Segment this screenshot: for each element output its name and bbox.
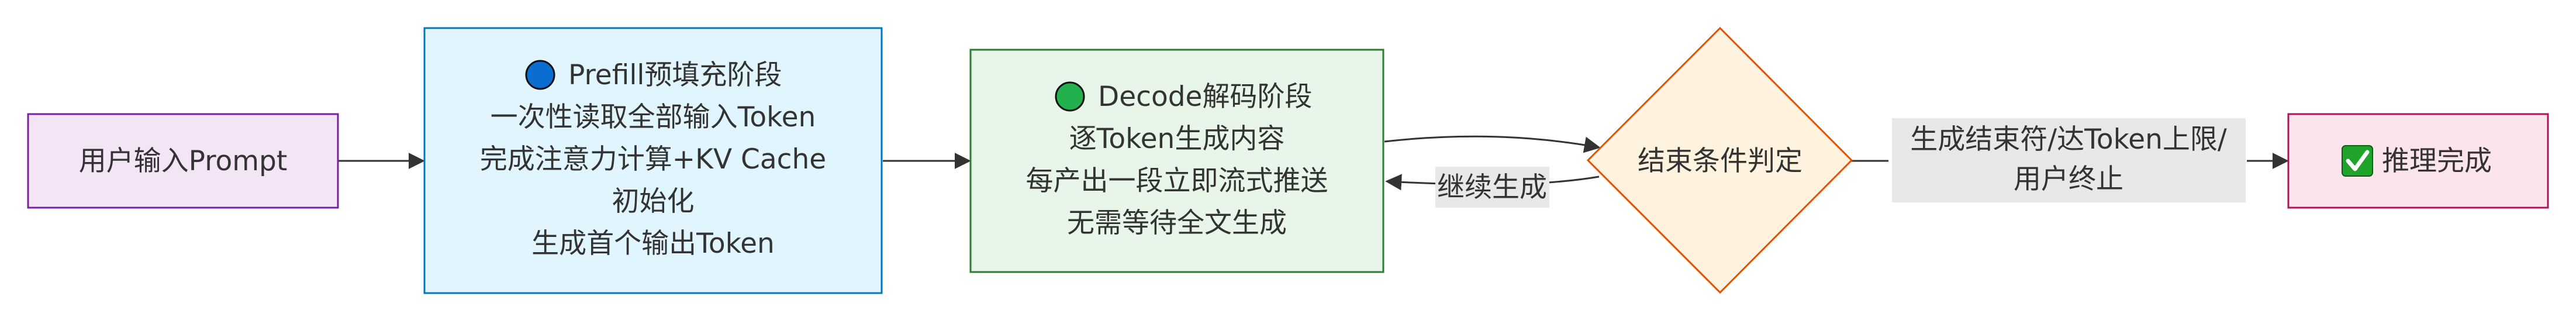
edge-label-continue: 继续生成 xyxy=(1435,167,1549,208)
node-decode-line-1: 逐Token生成内容 xyxy=(1069,123,1285,155)
node-end-check-label: 结束条件判定 xyxy=(1638,145,1802,177)
node-decode: Decode解码阶段 逐Token生成内容 每产出一段立即流式推送 无需等待全文… xyxy=(969,49,1384,273)
node-prefill-box xyxy=(423,27,883,294)
node-user-input-label: 用户输入Prompt xyxy=(79,145,288,177)
node-prefill-line-2: 完成注意力计算+KV Cache xyxy=(480,143,826,176)
check-box-icon xyxy=(2342,145,2373,177)
edge-label-end-bg xyxy=(1892,118,2246,202)
node-prefill-title: Prefill预填充阶段 xyxy=(568,59,782,91)
node-user-input-box xyxy=(27,113,339,209)
node-prefill: Prefill预填充阶段 一次性读取全部输入Token 完成注意力计算+KV C… xyxy=(423,27,883,294)
node-prefill-line-3: 初始化 xyxy=(612,185,695,218)
edge-label-end: 生成结束符/达Token上限/ 用户终止 xyxy=(1892,118,2246,202)
node-done-box xyxy=(2287,113,2549,209)
blue-circle-icon xyxy=(525,60,555,90)
edge-decode-to-end xyxy=(1384,135,1601,153)
node-prefill-line-4: 生成首个输出Token xyxy=(531,228,775,260)
edge-label-continue-bg xyxy=(1435,167,1549,208)
edge-label-end-line1: 生成结束符/达Token上限/ xyxy=(1910,123,2227,156)
node-done-label: 推理完成 xyxy=(2382,145,2492,177)
node-end-check: 结束条件判定 xyxy=(1586,26,1853,294)
node-user-input: 用户输入Prompt xyxy=(27,113,339,209)
node-prefill-line-1: 一次性读取全部输入Token xyxy=(491,101,816,133)
green-circle-icon xyxy=(1055,81,1085,112)
node-decode-line-2: 每产出一段立即流式推送 xyxy=(1026,165,1328,197)
node-decode-box xyxy=(969,49,1384,273)
edge-label-end-line2: 用户终止 xyxy=(2014,163,2123,195)
node-done: 推理完成 xyxy=(2287,113,2549,209)
node-end-check-diamond xyxy=(1586,26,1853,294)
edge-label-continue-text: 继续生成 xyxy=(1437,171,1547,204)
node-decode-title: Decode解码阶段 xyxy=(1098,81,1312,113)
node-decode-line-3: 无需等待全文生成 xyxy=(1067,207,1287,239)
